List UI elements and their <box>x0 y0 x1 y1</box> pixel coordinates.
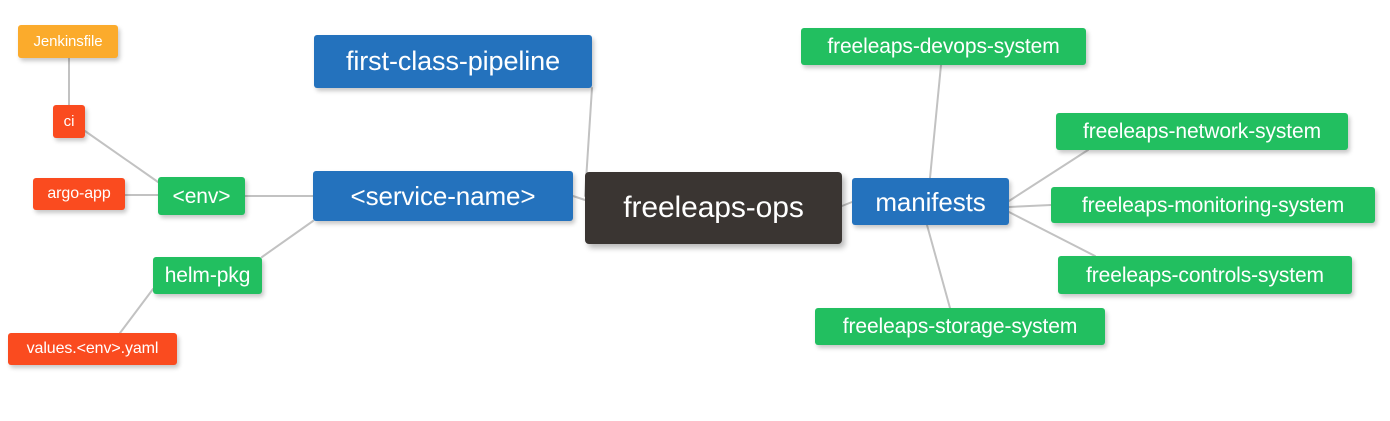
node-manifests[interactable]: manifests <box>852 178 1009 225</box>
node-argo-app[interactable]: argo-app <box>33 178 125 210</box>
node-label-values-env-yaml: values.<env>.yaml <box>26 340 159 357</box>
node-label-env: <env> <box>172 184 231 208</box>
node-freeleaps-network-system[interactable]: freeleaps-network-system <box>1056 113 1348 150</box>
edge-freeleaps-ops-to-manifests <box>841 201 853 207</box>
node-label-ci: ci <box>63 113 75 130</box>
node-helm-pkg[interactable]: helm-pkg <box>153 257 262 294</box>
edge-manifests-to-freeleaps-monitoring-system <box>1008 204 1052 208</box>
node-label-freeleaps-ops: freeleaps-ops <box>623 191 804 224</box>
node-label-manifests: manifests <box>875 186 986 217</box>
node-freeleaps-controls-system[interactable]: freeleaps-controls-system <box>1058 256 1352 294</box>
edge-freeleaps-ops-to-service-name <box>572 195 586 201</box>
node-values-env-yaml[interactable]: values.<env>.yaml <box>8 333 177 365</box>
edge-helm-pkg-to-values-env-yaml <box>119 288 154 334</box>
edge-manifests-to-freeleaps-storage-system <box>926 224 951 309</box>
node-label-argo-app: argo-app <box>47 185 111 202</box>
node-label-service-name: <service-name> <box>350 181 536 211</box>
node-label-freeleaps-monitoring-system: freeleaps-monitoring-system <box>1081 193 1345 217</box>
node-jenkinsfile[interactable]: Jenkinsfile <box>18 25 118 58</box>
node-env[interactable]: <env> <box>158 177 245 215</box>
edge-env-to-ci <box>84 130 159 183</box>
node-freeleaps-monitoring-system[interactable]: freeleaps-monitoring-system <box>1051 187 1375 223</box>
node-service-name[interactable]: <service-name> <box>313 171 573 221</box>
node-label-jenkinsfile: Jenkinsfile <box>33 33 103 50</box>
node-freeleaps-storage-system[interactable]: freeleaps-storage-system <box>815 308 1105 345</box>
node-freeleaps-devops-system[interactable]: freeleaps-devops-system <box>801 28 1086 65</box>
edge-manifests-to-freeleaps-devops-system <box>929 64 942 179</box>
node-freeleaps-ops[interactable]: freeleaps-ops <box>585 172 842 244</box>
node-label-freeleaps-controls-system: freeleaps-controls-system <box>1086 263 1324 287</box>
node-label-freeleaps-storage-system: freeleaps-storage-system <box>842 315 1078 338</box>
node-label-helm-pkg: helm-pkg <box>164 264 251 287</box>
node-label-freeleaps-network-system: freeleaps-network-system <box>1082 120 1321 143</box>
node-label-first-class-pipeline: first-class-pipeline <box>345 46 561 76</box>
edge-service-name-to-helm-pkg <box>261 220 314 258</box>
node-label-freeleaps-devops-system: freeleaps-devops-system <box>827 35 1060 58</box>
node-first-class-pipeline[interactable]: first-class-pipeline <box>314 35 592 88</box>
node-ci[interactable]: ci <box>53 105 85 138</box>
